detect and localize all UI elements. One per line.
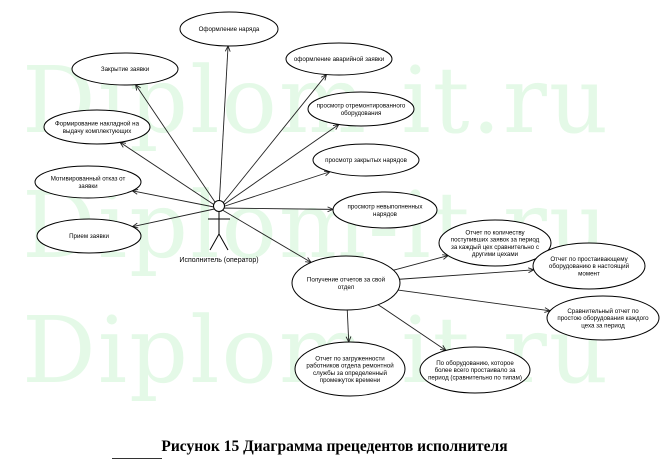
use-case-label: Закрытие заявки [101, 66, 150, 73]
use-case-ellipse [546, 295, 660, 341]
use-case-ellipse [71, 52, 179, 86]
edge-reports-rep-idle-cmp [398, 289, 551, 312]
edge-actor-close-arrowhead [134, 83, 141, 91]
use-case-label: Прием заявки [69, 233, 109, 240]
edge-actor-invoice-arrowhead [119, 141, 127, 148]
edge-actor-reports-arrowhead [305, 257, 313, 263]
use-case-accept: Прием заявки [36, 218, 142, 254]
use-case-order: Оформление наряда [179, 11, 279, 47]
edge-actor-order [218, 45, 229, 209]
use-case-ellipse [43, 109, 151, 145]
use-case-ellipse [419, 346, 531, 394]
use-case-closed-orders: просмотр закрытых нарядов [312, 143, 420, 177]
edge-actor-closed-orders [218, 171, 331, 209]
edge-actor-refusal [132, 190, 220, 209]
edge-reports-rep-count [393, 255, 449, 271]
use-case-ellipse [532, 242, 646, 290]
edge-actor-unfulfilled [218, 207, 334, 210]
edge-actor-emergency [218, 74, 327, 209]
use-case-ellipse [438, 219, 552, 267]
use-case-label: просмотр закрытых нарядов [325, 157, 407, 164]
edge-actor-reports [218, 207, 312, 263]
use-case-ellipse [36, 218, 142, 254]
use-case-ellipse [291, 255, 401, 311]
actor-label: Исполнитель (оператор) [179, 257, 258, 264]
actor-head [213, 200, 225, 212]
use-case-ellipse [332, 191, 438, 229]
edge-actor-accept [132, 207, 220, 228]
use-case-ellipse [179, 11, 279, 47]
caption-underline [112, 458, 162, 459]
edge-actor-invoice [119, 141, 220, 209]
use-case-ellipse [285, 42, 393, 76]
use-case-ellipse [34, 165, 142, 199]
edge-reports-rep-load [346, 309, 350, 343]
use-case-close: Закрытие заявки [71, 52, 179, 86]
actor-figure [208, 200, 230, 251]
edge-reports-rep-idle-now [399, 269, 534, 280]
edge-actor-repaired [218, 124, 340, 209]
use-case-ellipse [312, 143, 420, 177]
edge-reports-rep-idle-type [377, 304, 447, 351]
actor-leg-right [218, 233, 229, 251]
use-case-label: Оформление наряда [199, 26, 260, 33]
edge-reports-rep-idle-type-arrowhead [440, 345, 447, 352]
use-case-emergency: оформление аварийной заявки [285, 42, 393, 76]
use-case-ellipse [307, 91, 415, 127]
edge-actor-close [135, 84, 220, 209]
use-case-ellipse [294, 341, 406, 397]
actor-leg-left [209, 233, 220, 251]
use-case-label: оформление аварийной заявки [294, 56, 385, 63]
figure-caption: Рисунок 15 Диаграмма прецедентов исполни… [161, 438, 508, 455]
